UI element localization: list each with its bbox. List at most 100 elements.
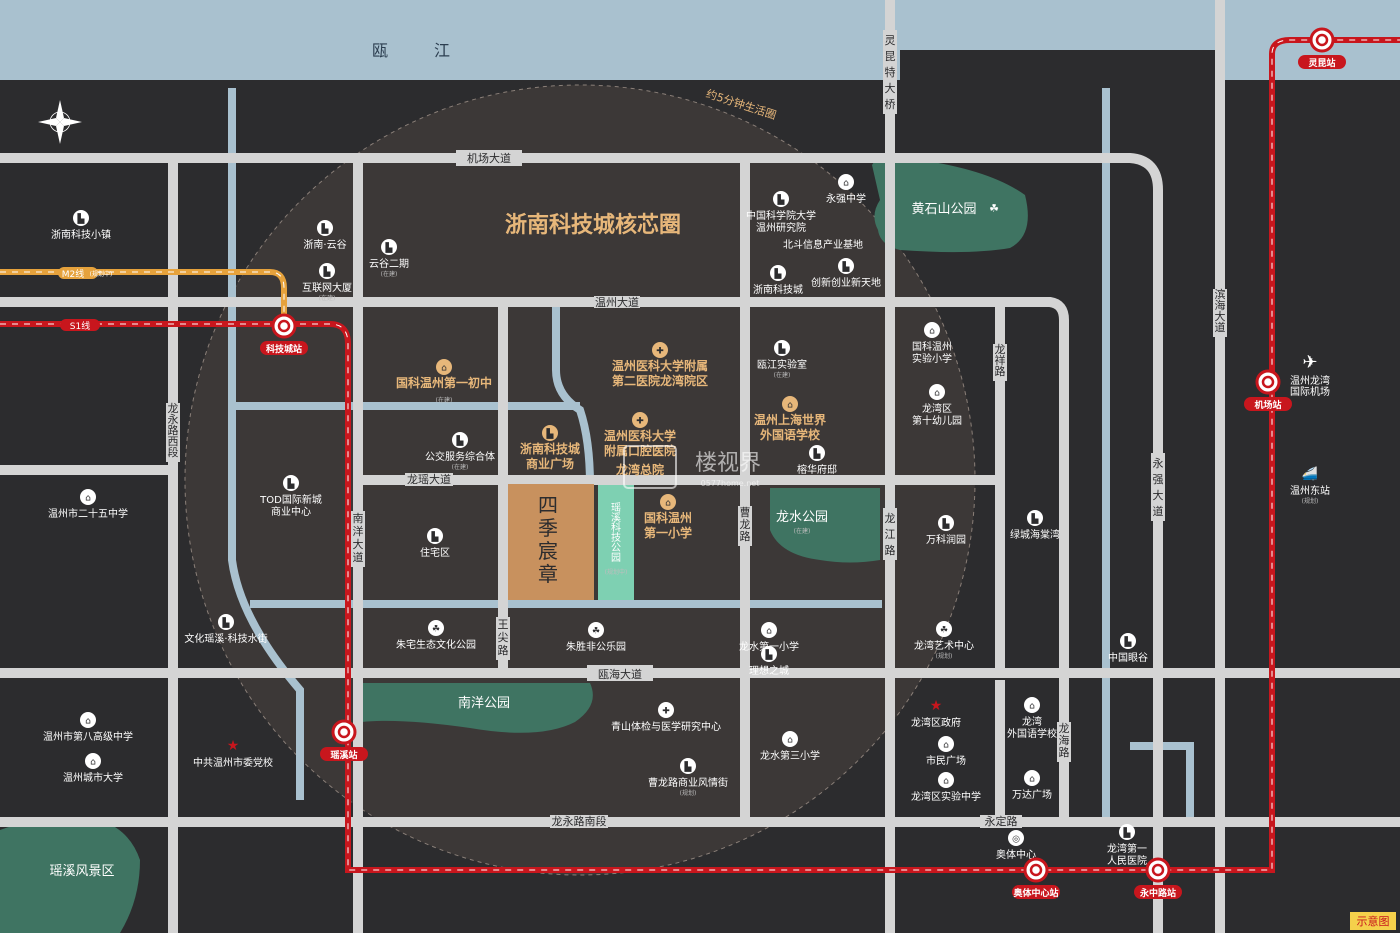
poi[interactable]: ☘朱宅生态文化公园 [396, 620, 476, 651]
poi-name: 云谷二期 [369, 258, 409, 270]
metro-station-aotizhongxin[interactable]: 奥体中心站 [1012, 857, 1060, 899]
yaoxikeji-char-5: 园 [611, 552, 621, 564]
poi[interactable]: 中共温州市委党校 [193, 756, 273, 769]
school-icon: ⌂ [934, 389, 940, 399]
poi-name: 瓯江实验室 [757, 358, 807, 371]
metro-station-kejicheng[interactable]: 科技城站 [260, 313, 308, 355]
poi[interactable]: 龙湾总院 [616, 462, 664, 477]
metro-icon [331, 719, 357, 745]
poi-name: 朱胜非公乐园 [566, 641, 626, 653]
poi[interactable]: ✚青山体检与医学研究中心 [611, 702, 721, 733]
poi[interactable]: ⌂龙水第三小学 [760, 731, 820, 762]
m2-line-label: M2线 [62, 268, 85, 280]
poi[interactable]: ▙瓯江实验室(在建) [757, 340, 807, 379]
road-longhai-char: 龙 [1059, 722, 1070, 735]
poi[interactable]: ▙万科润园 [926, 515, 966, 546]
metro-icon [271, 313, 297, 339]
poi-icon-bg [427, 528, 443, 544]
poi[interactable]: ▙理想之城 [749, 646, 789, 677]
building-icon: ▙ [842, 261, 851, 273]
poi[interactable]: ▙文化瑶溪·科技水街 [184, 614, 268, 645]
poi[interactable]: ⌂龙湾区实验中学 [911, 772, 981, 803]
school-icon: ⌂ [929, 327, 935, 337]
poi[interactable]: ▙住宅区 [420, 528, 450, 559]
park-yaoxi: 瑶溪风景区 [49, 864, 114, 879]
poi-icon-bg [73, 210, 89, 226]
metro-station-lingkun[interactable]: 灵昆站 [1298, 27, 1346, 69]
poi[interactable]: ☘朱胜非公乐园 [566, 622, 626, 653]
road-longyong_xi-char: 西 [168, 435, 179, 448]
road-longjiang-char: 路 [885, 544, 896, 557]
poi[interactable]: ⌂温州市第八高级中学 [43, 712, 133, 743]
poi-icon-bg [774, 340, 790, 356]
poi[interactable]: ◎奥体中心 [996, 830, 1036, 861]
watermark-url: 0577home.net [701, 479, 760, 488]
poi[interactable]: ⌂温州城市大学 [63, 753, 123, 784]
poi-icon-bg [80, 712, 96, 728]
school-icon: ⌂ [766, 627, 772, 637]
poi-name: 公交服务综合体 [425, 450, 495, 463]
poi[interactable]: ▙曹龙路商业风情街(规划) [648, 758, 728, 797]
station-tag [1012, 885, 1060, 899]
watermark: 楼视界 0577home.net [623, 445, 761, 489]
poi[interactable]: ⌂国科温州第一初中(在建) [396, 359, 492, 404]
star-icon-party-school: ★ [227, 738, 240, 754]
project-char-4: 章 [538, 562, 558, 586]
poi-note: (规划) [680, 789, 697, 797]
metro-station-jichang[interactable]: 机场站 [1244, 369, 1292, 411]
metro-station-yaoxi[interactable]: 瑶溪站 [320, 719, 368, 761]
poi[interactable]: ⌂温州市二十五中学 [48, 489, 128, 520]
poi[interactable]: ⌂永强中学 [826, 174, 866, 205]
poi[interactable]: ▙绿城海棠湾 [1010, 510, 1060, 541]
east-station-note: (规划) [1302, 497, 1319, 505]
school-icon: ⌂ [665, 499, 671, 509]
metro-icon [1309, 27, 1335, 53]
poi[interactable]: ☘龙湾艺术中心(规划) [914, 621, 974, 660]
school-icon: ⌂ [787, 736, 793, 746]
road-label-bg-longjiang [883, 508, 897, 560]
poi[interactable]: ⌂万达广场 [1012, 770, 1052, 801]
star-icon-district-gov: ★ [930, 698, 943, 714]
poi-name: 浙南科技小镇 [51, 228, 111, 241]
poi-note: 外国语学校 [760, 427, 821, 442]
project-block [508, 484, 594, 600]
road-label-bg-caolong [738, 506, 752, 546]
poi[interactable]: ▙创新创业新天地 [811, 258, 881, 289]
poi[interactable]: ⌂市民广场 [926, 736, 966, 767]
m2-line-tag [58, 267, 98, 279]
poi[interactable]: 龙湾区政府 [911, 716, 961, 729]
poi-name: 文化瑶溪·科技水街 [184, 632, 267, 645]
poi-name: 浙南·云谷 [303, 238, 346, 251]
poi[interactable]: ▙公交服务综合体(在建) [425, 432, 495, 471]
poi-icon-bg [381, 239, 397, 255]
s1-line-label: S1线 [70, 320, 90, 332]
poi[interactable]: ▙中国眼谷 [1108, 633, 1148, 664]
road-bridge-char: 特 [885, 65, 896, 79]
building-icon: ▙ [778, 343, 787, 355]
poi[interactable]: ▙榕华府邸 [797, 445, 837, 476]
poi[interactable]: 北斗信息产业基地 [783, 238, 863, 251]
train-icon: 🚄 [1302, 466, 1318, 482]
poi[interactable]: ▙云谷二期(在建) [369, 239, 409, 278]
station-name: 科技城站 [266, 343, 302, 355]
poi[interactable]: ▙浙南·云谷 [303, 220, 347, 251]
road-nanyang-char: 洋 [353, 524, 364, 538]
poi[interactable]: ▙浙南科技城 [753, 265, 803, 296]
poi[interactable]: ▙互联网大厦(在建) [302, 263, 352, 302]
poi-icon-bg [929, 384, 945, 400]
metro-station-yongzhonglu[interactable]: 永中路站 [1134, 857, 1182, 899]
poi-icon-bg [761, 646, 777, 662]
poi[interactable]: ▙浙南科技小镇 [51, 210, 111, 241]
